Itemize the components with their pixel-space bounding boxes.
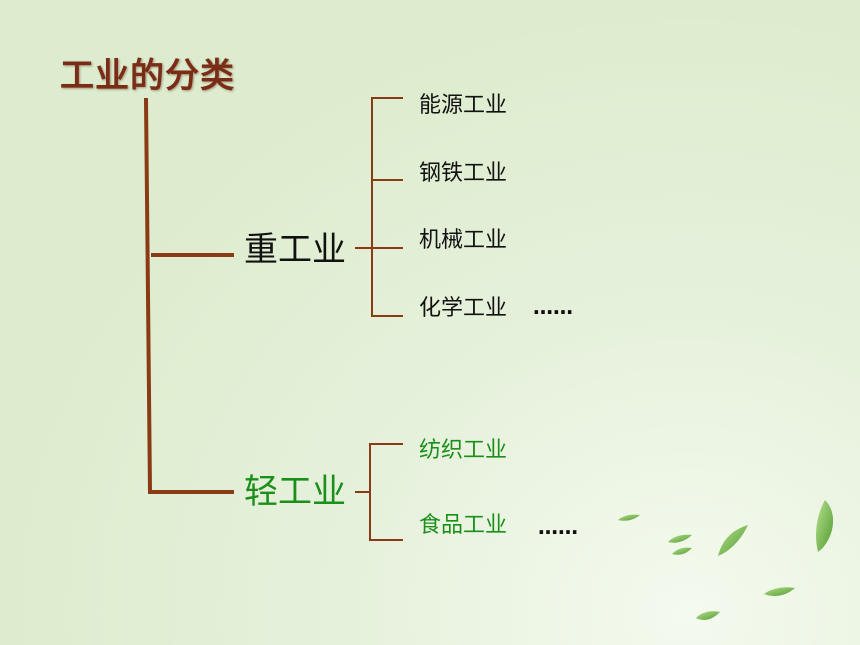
heavy-item-steel: 钢铁工业 [419, 161, 508, 186]
light-ellipsis: …… [538, 515, 578, 539]
trunk-line [143, 97, 153, 495]
page-title: 工业的分类 [60, 56, 235, 96]
leaves-decoration-icon [618, 500, 834, 620]
heavy-ellipsis: …… [533, 295, 573, 319]
heavy-industry-label: 重工业 [244, 230, 346, 270]
heavy-item-machinery: 机械工业 [419, 228, 508, 253]
light-item-food: 食品工业 [419, 513, 508, 538]
light-industry-label: 轻工业 [244, 472, 346, 512]
heavy-item-chemical: 化学工业 [419, 296, 508, 321]
light-item-textile: 纺织工业 [419, 438, 508, 463]
heavy-item-energy: 能源工业 [419, 93, 508, 118]
